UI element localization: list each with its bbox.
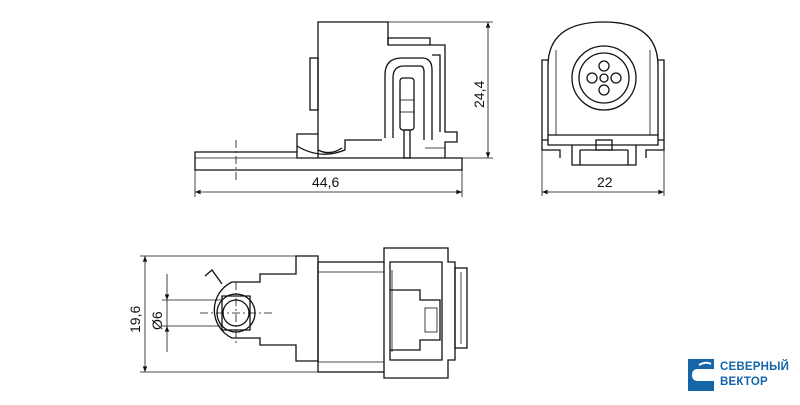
front-width-dimension: 22 (541, 150, 665, 196)
logo-line-1: СЕВЕРНЫЙ (720, 361, 790, 373)
top-view (200, 247, 468, 379)
hole-diameter-label: Ø6 (149, 311, 165, 330)
side-length-label: 44,6 (312, 174, 339, 190)
side-height-label: 24,4 (471, 81, 487, 108)
company-logo: СЕВЕРНЫЙ ВЕКТОР (684, 352, 796, 398)
side-length-dimension: 44,6 (194, 170, 463, 197)
front-view (541, 21, 665, 166)
top-width-label: 19,6 (127, 306, 143, 333)
top-width-dimension: 19,6 (127, 255, 318, 373)
front-width-label: 22 (597, 174, 613, 190)
side-height-dimension: 24,4 (388, 21, 493, 159)
side-view (194, 21, 463, 182)
logo-line-2: ВЕКТОР (720, 376, 768, 388)
hole-diameter-dimension: Ø6 (149, 274, 223, 352)
logo-mark-icon (688, 359, 714, 391)
